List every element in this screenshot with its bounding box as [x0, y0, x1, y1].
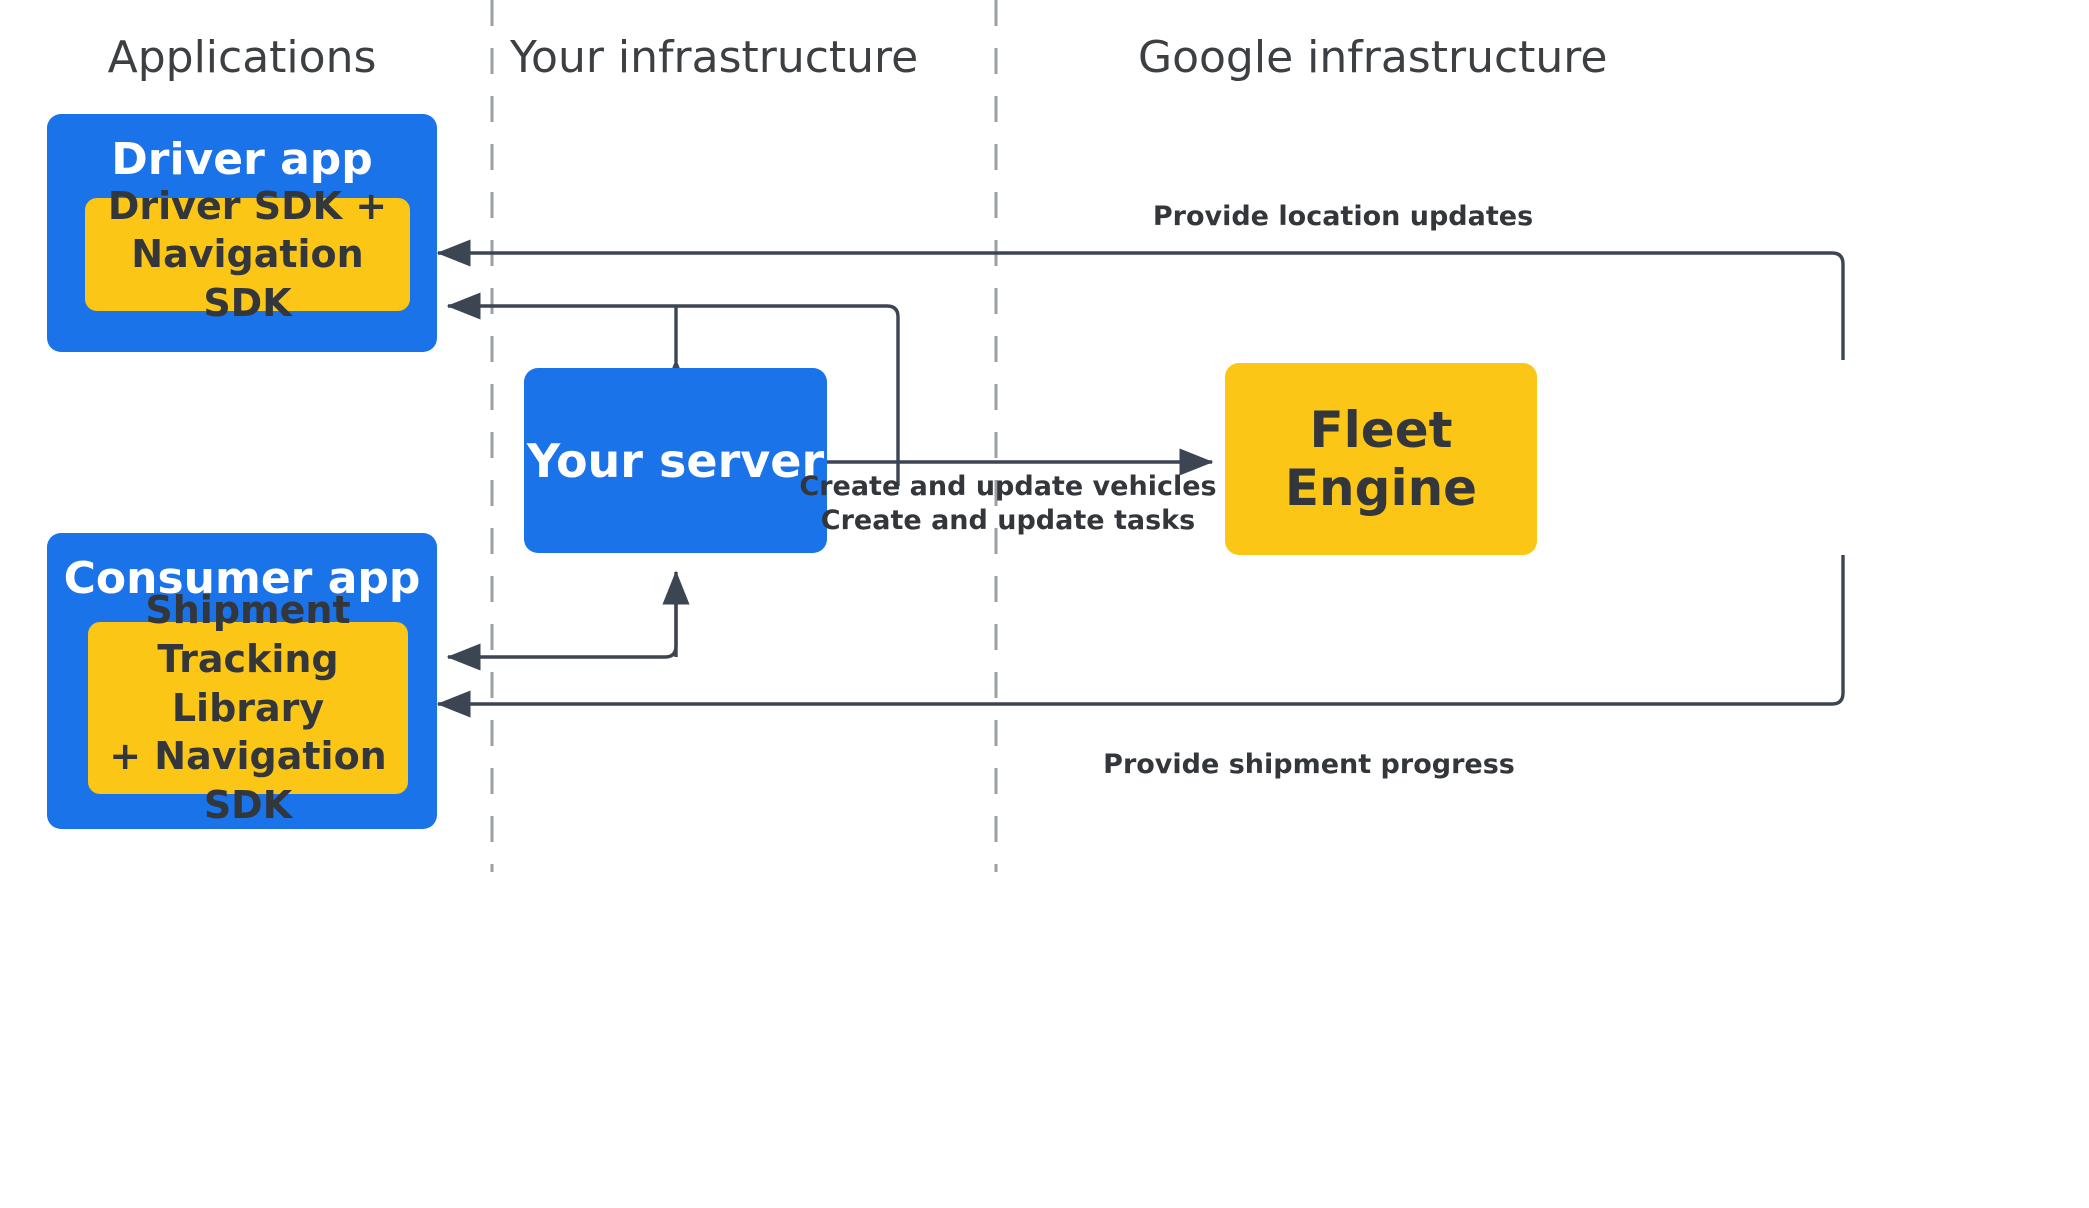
- edge-fleet-engine-to-shipment-library: [436, 555, 1845, 718]
- node-shipment-tracking-library[interactable]: ShipmentTracking Library+ Navigation SDK: [88, 588, 408, 827]
- column-header-google-infrastructure: Google infrastructure: [1138, 32, 1608, 83]
- node-driver-sdk[interactable]: Driver SDK +Navigation SDK: [85, 184, 410, 325]
- column-header-applications: Applications: [107, 32, 377, 83]
- driver-app-title: Driver app: [111, 134, 373, 185]
- edge-label-provide-location-updates: Provide location updates: [1152, 201, 1534, 232]
- edge-label-provide-shipment-progress: Provide shipment progress: [1103, 749, 1515, 780]
- edge-your-server-to-shipment-library: [446, 600, 678, 671]
- edge-your-server-to-driver-app: [446, 292, 900, 486]
- consumer-app-title: Consumer app: [63, 553, 421, 604]
- node-your-server[interactable]: Your server: [524, 368, 827, 553]
- node-fleet-engine[interactable]: Fleet Engine: [1225, 363, 1537, 555]
- edge-fleet-engine-to-driver-sdk: [436, 239, 1845, 360]
- column-header-your-infrastructure: Your infrastructure: [510, 32, 919, 83]
